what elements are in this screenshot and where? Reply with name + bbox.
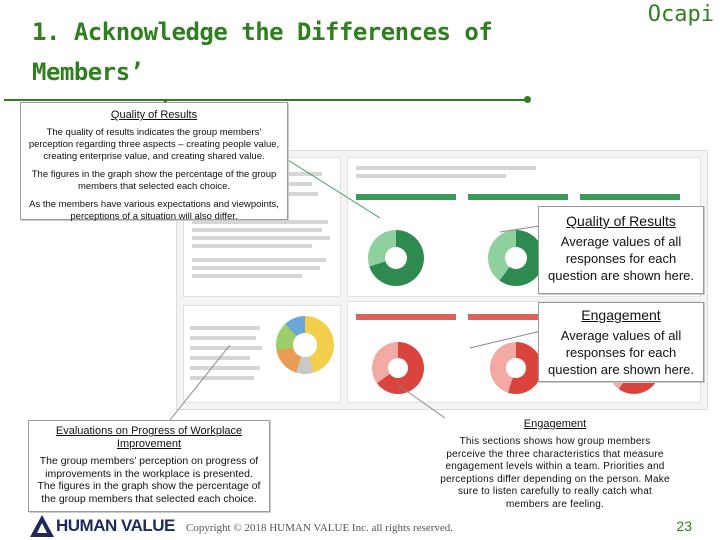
engagement-donut-2 <box>490 342 542 394</box>
callout-body: The group members’ perception on progres… <box>37 455 261 505</box>
quality-donut-2 <box>488 230 544 286</box>
callout-quality-results-average: Quality of Results Average values of all… <box>538 206 704 294</box>
callout-body: Average values of all responses for each… <box>548 328 694 377</box>
callout-engagement-explained: Engagement This sections shows how group… <box>440 418 670 511</box>
quality-donut-1 <box>368 230 424 286</box>
slide-title: 1. Acknowledge the Differences of Member… <box>32 12 592 132</box>
title-underline <box>4 99 528 101</box>
title-underline-dot <box>524 96 531 103</box>
page-number: 23 <box>676 518 692 534</box>
callout-quality-results-explained: Quality of Results The quality of result… <box>20 102 288 222</box>
callout-engagement-average: Engagement Average values of all respons… <box>538 302 704 382</box>
logo-text: HUMAN VALUE <box>56 516 175 535</box>
human-value-logo: HUMAN VALUE <box>30 514 180 538</box>
callout-heading: Engagement <box>523 418 587 430</box>
progress-chart-panel <box>183 305 341 403</box>
callout-progress-improvement: Evaluations on Progress of Workplace Imp… <box>28 420 270 512</box>
callout-heading: Engagement <box>581 307 661 323</box>
callout-paragraph: The figures in the graph show the percen… <box>31 169 277 192</box>
callout-body: Average values of all responses for each… <box>548 234 694 283</box>
copyright-text: Copyright © 2018 HUMAN VALUE Inc. all ri… <box>186 522 454 534</box>
progress-pie-chart <box>276 316 334 374</box>
callout-heading: Quality of Results <box>566 213 676 229</box>
brand-logo: Ocapi <box>647 2 714 27</box>
callout-heading: Evaluations on Progress of Workplace Imp… <box>55 425 243 450</box>
callout-heading: Quality of Results <box>110 109 198 121</box>
callout-body: This sections shows how group members pe… <box>440 436 670 510</box>
callout-paragraph: As the members have various expectations… <box>29 199 279 222</box>
callout-paragraph: The quality of results indicates the gro… <box>28 127 280 162</box>
slide-title-line1: 1. Acknowledge the Differences of Member… <box>32 18 493 86</box>
engagement-donut-1 <box>372 342 424 394</box>
